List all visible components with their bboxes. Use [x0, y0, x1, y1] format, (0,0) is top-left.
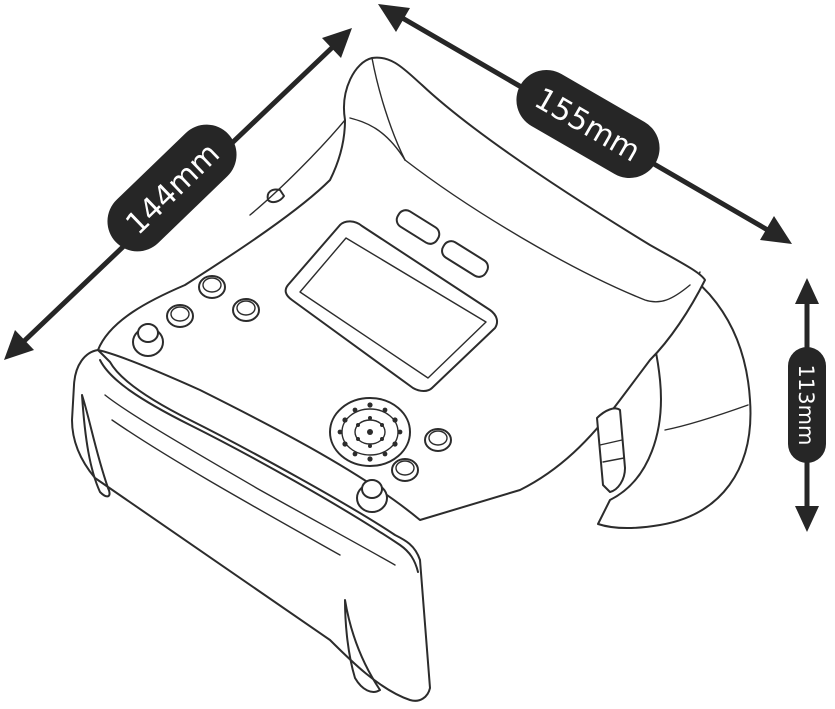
screen-recess [284, 220, 499, 392]
side-slider [596, 407, 626, 493]
speaker-grille [329, 397, 411, 467]
top-slider-left [395, 209, 441, 245]
top-slider-right [441, 240, 489, 278]
button-group-right [356, 428, 452, 513]
front-housing [71, 349, 431, 702]
dimension-height: 113mm [788, 278, 826, 532]
height-label: 113mm [794, 365, 818, 446]
button-group-left [132, 275, 260, 357]
fpv-goggles-illustration [71, 56, 752, 702]
face-cushion [597, 254, 752, 529]
